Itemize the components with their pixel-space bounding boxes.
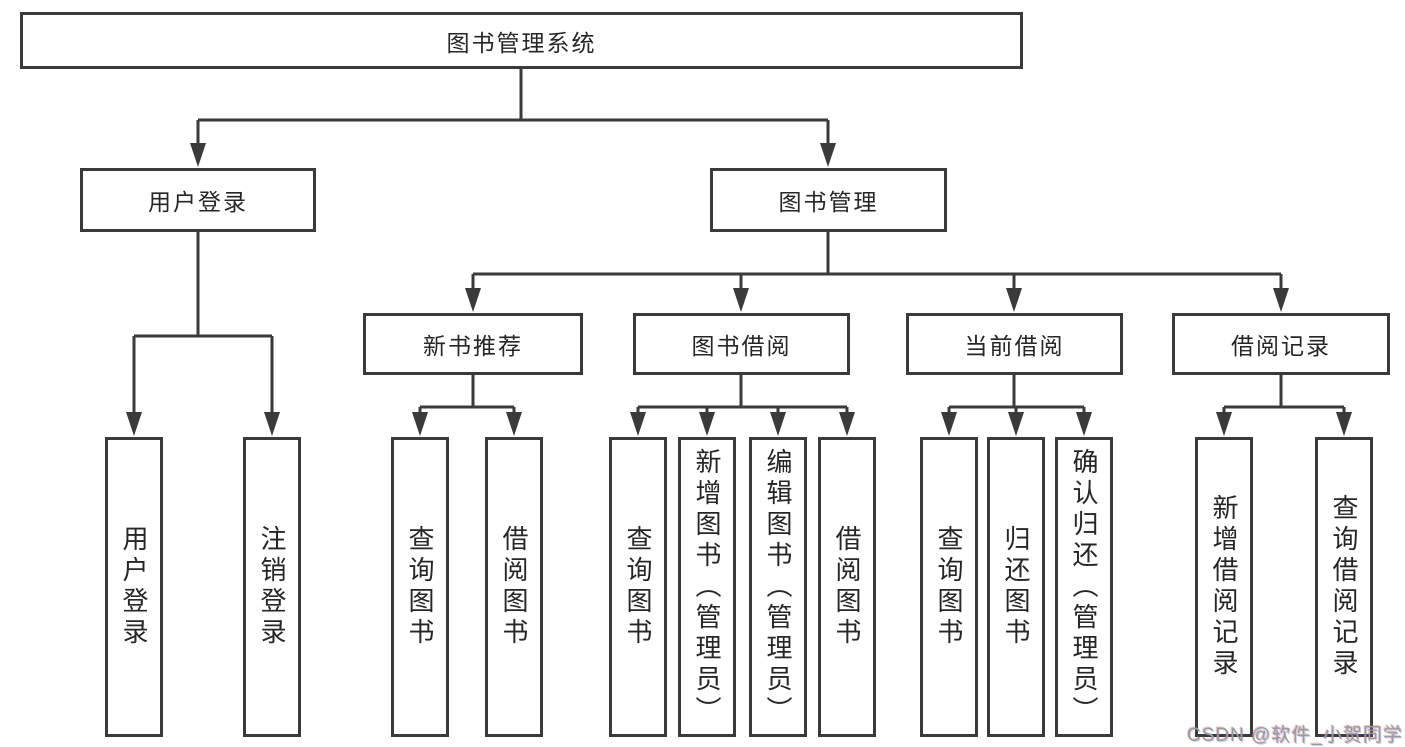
node-label: 用户登录 [119,525,149,649]
node-label: 借阅记录 [1231,333,1331,359]
node-label: 用户登录 [148,189,248,215]
node-label: 新增借阅记录 [1209,494,1239,680]
node-label: 借阅图书 [499,525,529,649]
node-label: 图书管理 [778,189,879,215]
node-label: 图书管理系统 [446,29,597,56]
node-borrowing-records: 借阅记录 [1172,313,1390,375]
csdn-watermark: CSDN @软件_小贺同学 [1187,725,1403,746]
leaf-query-books-recommend: 查询图书 [391,437,449,737]
leaf-edit-book-admin: 编辑图书（管理员） [749,437,807,737]
node-label: 当前借阅 [964,333,1065,359]
leaf-user-login: 用户登录 [105,437,163,737]
node-label: 归还图书 [1001,525,1031,649]
node-label: 注销登录 [257,525,287,649]
node-label: 新书推荐 [423,333,523,359]
node-label: 查询图书 [934,525,964,649]
node-user-login: 用户登录 [80,168,316,232]
node-label: 查询图书 [405,525,435,649]
leaf-query-borrow-record: 查询借阅记录 [1315,437,1373,737]
node-current-borrowing: 当前借阅 [906,313,1123,375]
node-label: 新增图书（管理员） [692,447,722,727]
leaf-add-borrow-record: 新增借阅记录 [1195,437,1253,737]
node-label: 编辑图书（管理员） [763,447,793,727]
leaf-return-book: 归还图书 [987,437,1045,737]
leaf-query-books-current: 查询图书 [920,437,978,737]
leaf-logout: 注销登录 [243,437,301,737]
node-label: 图书借阅 [691,333,792,359]
leaf-borrow-books: 借阅图书 [818,437,876,737]
leaf-query-books-borrowing: 查询图书 [609,437,667,737]
node-label: 借阅图书 [832,525,862,649]
node-label: 查询借阅记录 [1329,494,1359,680]
node-library-management-system: 图书管理系统 [20,12,1023,69]
node-book-borrowing: 图书借阅 [633,313,850,375]
leaf-confirm-return-admin: 确认归还（管理员） [1055,437,1113,737]
leaf-borrow-books-recommend: 借阅图书 [485,437,543,737]
node-label: 查询图书 [623,525,653,649]
leaf-add-book-admin: 新增图书（管理员） [678,437,736,737]
node-new-book-recommend: 新书推荐 [363,313,583,375]
node-label: 确认归还（管理员） [1069,447,1099,727]
node-book-management: 图书管理 [710,168,947,232]
